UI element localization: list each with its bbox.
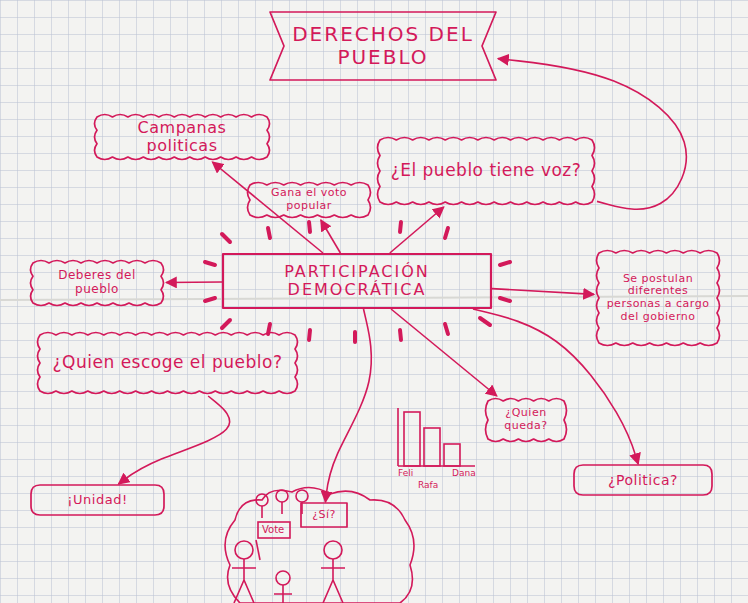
concept-box: ¡Unidad! xyxy=(30,484,165,516)
arrow-connector xyxy=(166,281,222,283)
title-banner: DERECHOS DEL PUEBLO xyxy=(268,10,498,82)
node-text: ¿Politica? xyxy=(608,472,678,488)
people-illustration xyxy=(225,487,414,603)
bar-label: Rafa xyxy=(418,480,438,490)
sign-text: Vote xyxy=(262,524,284,535)
arrow-connector xyxy=(212,162,323,253)
arrow-connector xyxy=(119,396,230,484)
bar-label: Dana xyxy=(452,468,476,478)
emphasis-rays xyxy=(205,222,510,342)
concept-box: ¿Sí? xyxy=(300,502,348,528)
node-text: ¿Quien queda? xyxy=(493,407,559,432)
node-text: ¡Unidad! xyxy=(67,493,127,508)
thought-cloud: ¿Quien escoge el pueblo? xyxy=(35,330,300,396)
node-text: PARTICIPACIÓN DEMOCRÁTICA xyxy=(232,263,482,300)
arrow-connector xyxy=(498,59,686,210)
node-text: ¿El pueblo tiene voz? xyxy=(391,161,582,181)
arrow-connector xyxy=(390,207,444,253)
node-text: Campanas politicas xyxy=(102,119,262,156)
thought-cloud: Deberes del pueblo xyxy=(28,258,166,308)
thought-cloud: ¿El pueblo tiene voz? xyxy=(375,135,597,207)
node-text: Se postulan diferentes personas a cargo … xyxy=(604,273,712,324)
thought-cloud: ¿Quien queda? xyxy=(483,396,569,444)
node-text: ¿Quien escoge el pueblo? xyxy=(53,353,283,373)
concept-box: ¿Politica? xyxy=(573,464,713,496)
arrow-connector xyxy=(473,309,638,464)
node-text: DERECHOS DEL PUEBLO xyxy=(278,23,488,69)
arrow-connector xyxy=(321,220,341,253)
thought-cloud: Se postulan diferentes personas a cargo … xyxy=(594,248,722,348)
arrow-connector xyxy=(492,289,594,295)
thought-cloud: Campanas politicas xyxy=(92,112,272,162)
node-text: Deberes del pueblo xyxy=(38,269,156,297)
concept-box: PARTICIPACIÓN DEMOCRÁTICA xyxy=(222,253,492,309)
bar-label: Feli xyxy=(398,468,413,478)
thought-cloud: Gana el voto popular xyxy=(245,180,373,220)
node-text: ¿Sí? xyxy=(312,509,336,522)
bar-chart xyxy=(398,408,475,466)
node-text: Gana el voto popular xyxy=(255,187,363,212)
arrow-connector xyxy=(325,309,371,502)
arrow-connector xyxy=(391,309,497,396)
